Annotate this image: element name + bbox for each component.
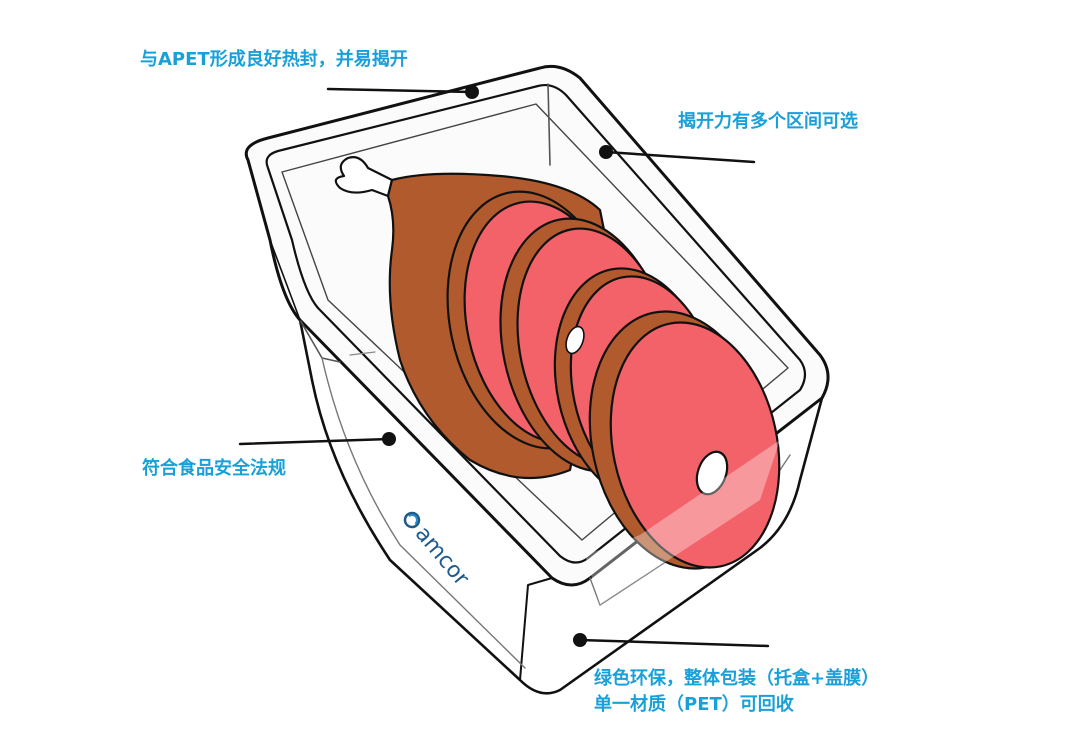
label-heat-seal: 与APET形成良好热封，并易揭开 [140,47,408,73]
dot-heat-seal [465,85,479,99]
label-recyclable-line2: 单一材质（PET）可回收 [594,692,879,718]
leader-food-safety [240,439,389,444]
label-peel-force: 揭开力有多个区间可选 [678,109,858,135]
amcor-logo-text: amcor [410,521,474,591]
leader-recyclable [580,640,768,646]
amcor-swirl-icon [402,510,422,530]
dot-recyclable [573,633,587,647]
dot-peel-force [599,145,613,159]
label-recyclable: 绿色环保，整体包装（托盒+盖膜） 单一材质（PET）可回收 [594,666,879,718]
leader-heat-seal [328,89,472,92]
dot-food-safety [382,432,396,446]
label-recyclable-line1: 绿色环保，整体包装（托盒+盖膜） [594,666,879,692]
label-food-safety: 符合食品安全法规 [142,456,286,482]
